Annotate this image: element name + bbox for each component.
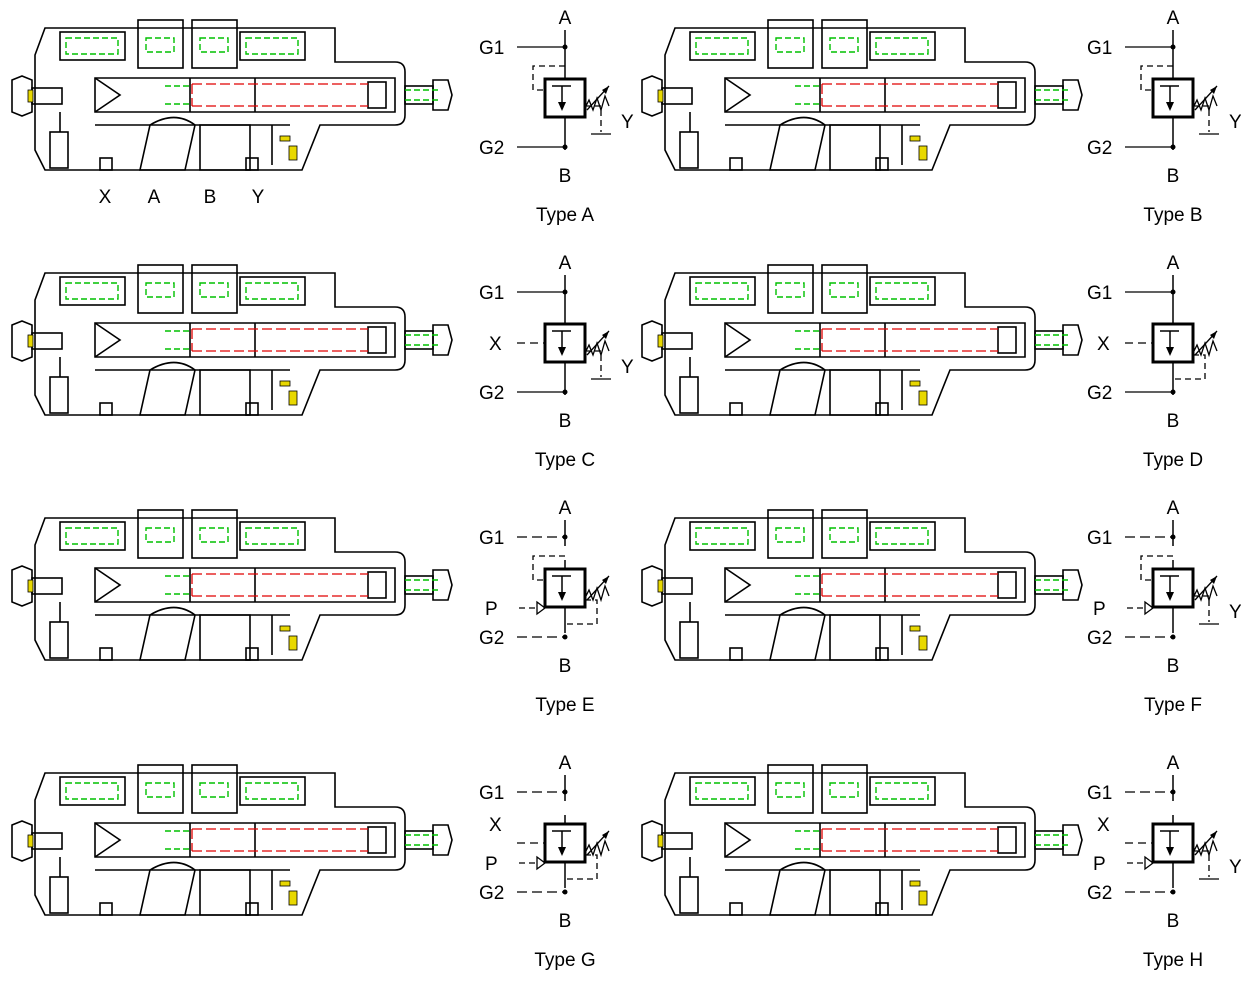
gauge-g1-label: G1 <box>479 783 504 804</box>
port-label-a: A <box>148 187 161 208</box>
gauge-g2-label: G2 <box>1087 383 1112 404</box>
type-caption: Type G <box>534 950 595 971</box>
valve-section-drawing <box>641 509 1083 661</box>
gauge-g2-label: G2 <box>479 628 504 649</box>
type-caption: Type F <box>1144 695 1202 716</box>
valve-section-drawing <box>11 19 453 171</box>
drain-port-label: Y <box>621 112 634 133</box>
external-pressure-label: P <box>1093 599 1106 620</box>
valve-section-drawing <box>641 264 1083 416</box>
external-pressure-label: P <box>485 599 498 620</box>
valve-section-drawing <box>11 509 453 661</box>
valve-section-drawing <box>11 264 453 416</box>
drain-port-label: Y <box>1229 602 1241 623</box>
gauge-g2-label: G2 <box>479 138 504 159</box>
port-b-label: B <box>559 911 572 932</box>
type-caption: Type D <box>1143 450 1203 471</box>
gauge-g2-label: G2 <box>479 383 504 404</box>
gauge-g1-label: G1 <box>479 528 504 549</box>
port-a-label: A <box>1167 253 1180 274</box>
port-a-label: A <box>1167 753 1180 774</box>
drain-port-label: Y <box>1229 857 1241 878</box>
type-caption: Type A <box>536 205 594 226</box>
pilot-port-label: X <box>1097 334 1110 355</box>
gauge-g2-label: G2 <box>1087 883 1112 904</box>
type-caption: Type B <box>1143 205 1202 226</box>
gauge-g1-label: G1 <box>1087 38 1112 59</box>
port-labels: X A B Y <box>99 187 265 208</box>
port-a-label: A <box>559 753 572 774</box>
gauge-g1-label: G1 <box>1087 528 1112 549</box>
port-label-b: B <box>204 187 217 208</box>
pilot-port-label: X <box>489 815 502 836</box>
pilot-port-label: X <box>489 334 502 355</box>
gauge-g1-label: G1 <box>479 283 504 304</box>
gauge-g2-label: G2 <box>479 883 504 904</box>
external-pressure-label: P <box>1093 854 1106 875</box>
port-a-label: A <box>559 8 572 29</box>
port-a-label: A <box>1167 498 1180 519</box>
port-b-label: B <box>559 656 572 677</box>
type-caption: Type C <box>535 450 595 471</box>
port-a-label: A <box>559 498 572 519</box>
type-caption: Type E <box>535 695 594 716</box>
gauge-g2-label: G2 <box>1087 628 1112 649</box>
valve-section-drawing <box>641 764 1083 916</box>
port-b-label: B <box>559 166 572 187</box>
port-a-label: A <box>1167 8 1180 29</box>
port-b-label: B <box>1167 911 1180 932</box>
port-b-label: B <box>1167 166 1180 187</box>
valve-section-drawing <box>641 19 1083 171</box>
valve-section-drawing <box>11 764 453 916</box>
gauge-g1-label: G1 <box>479 38 504 59</box>
port-a-label: A <box>559 253 572 274</box>
gauge-g2-label: G2 <box>1087 138 1112 159</box>
port-b-label: B <box>1167 656 1180 677</box>
gauge-g1-label: G1 <box>1087 283 1112 304</box>
drain-port-label: Y <box>621 357 634 378</box>
type-caption: Type H <box>1143 950 1203 971</box>
port-b-label: B <box>1167 411 1180 432</box>
drain-port-label: Y <box>1229 112 1241 133</box>
port-label-y: Y <box>252 187 265 208</box>
external-pressure-label: P <box>485 854 498 875</box>
port-b-label: B <box>559 411 572 432</box>
gauge-g1-label: G1 <box>1087 783 1112 804</box>
port-label-x: X <box>99 187 112 208</box>
pilot-port-label: X <box>1097 815 1110 836</box>
